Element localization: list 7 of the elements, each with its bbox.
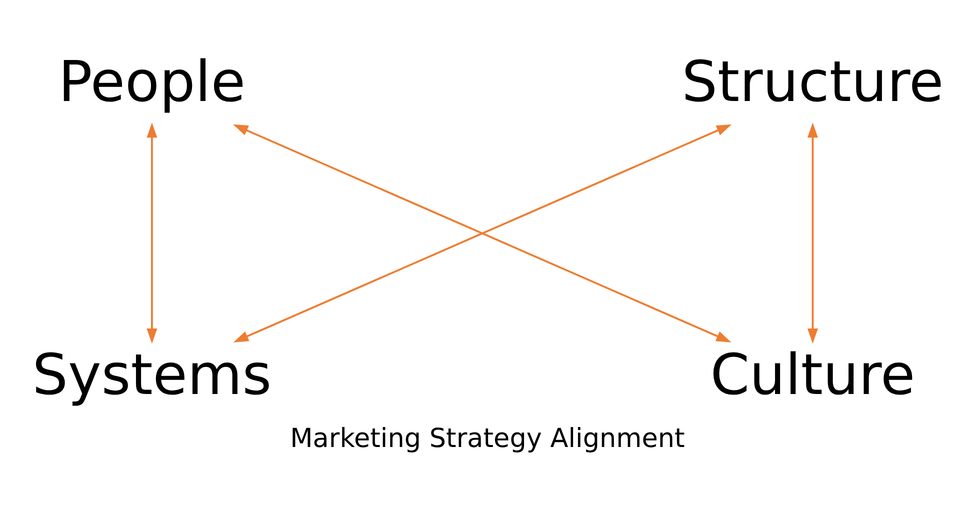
node-text: Culture xyxy=(710,342,916,408)
caption: Marketing Strategy Alignment xyxy=(290,423,685,454)
node-text: People xyxy=(58,50,246,115)
arrow xyxy=(807,122,818,344)
node-text: Systems xyxy=(32,342,272,408)
node-text: Structure xyxy=(682,50,944,115)
arrow xyxy=(146,122,158,344)
